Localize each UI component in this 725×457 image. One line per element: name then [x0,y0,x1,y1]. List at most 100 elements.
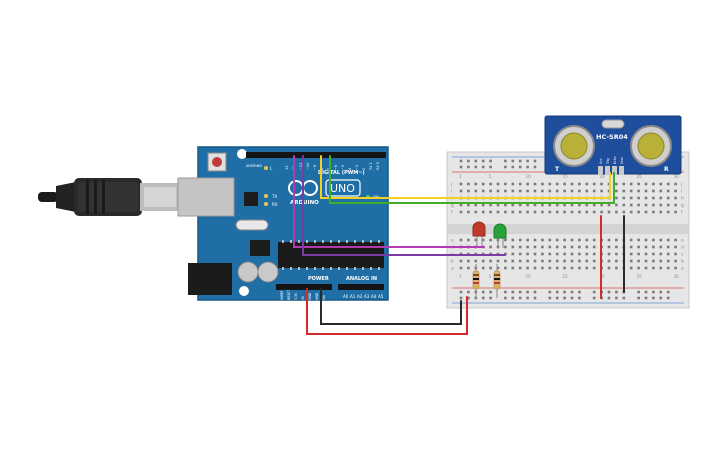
breadboard-rail-hole[interactable] [652,296,655,300]
breadboard-rail-hole[interactable] [489,296,492,300]
breadboard-hole[interactable] [615,203,618,207]
breadboard-hole[interactable] [518,252,522,256]
breadboard-hole[interactable] [592,189,596,193]
breadboard-rail-hole[interactable] [592,290,596,294]
breadboard-rail-hole[interactable] [526,165,529,169]
breadboard-hole[interactable] [659,252,663,256]
breadboard-rail-hole[interactable] [518,290,522,294]
breadboard-hole[interactable] [674,182,677,186]
breadboard-rail-hole[interactable] [563,290,566,294]
breadboard-hole[interactable] [615,259,618,263]
breadboard-hole[interactable] [570,238,574,242]
breadboard-hole[interactable] [511,259,515,263]
breadboard-hole[interactable] [533,189,537,193]
breadboard-hole[interactable] [644,259,648,263]
breadboard-hole[interactable] [637,266,640,270]
breadboard-hole[interactable] [541,182,544,186]
breadboard-rail-hole[interactable] [489,165,492,169]
breadboard-hole[interactable] [481,189,485,193]
breadboard-hole[interactable] [578,182,581,186]
breadboard-hole[interactable] [467,189,470,193]
breadboard-hole[interactable] [659,203,663,207]
breadboard-rail-hole[interactable] [474,159,478,163]
breadboard-hole[interactable] [533,245,537,249]
breadboard-rail-hole[interactable] [511,296,515,300]
breadboard-hole[interactable] [592,245,596,249]
breadboard-rail-hole[interactable] [518,165,522,169]
breadboard-hole[interactable] [637,189,640,193]
breadboard-hole[interactable] [489,189,492,193]
breadboard-hole[interactable] [622,210,626,214]
breadboard-hole[interactable] [489,266,492,270]
breadboard-hole[interactable] [644,196,648,200]
breadboard-hole[interactable] [459,203,463,207]
breadboard-hole[interactable] [600,210,603,214]
breadboard-rail-hole[interactable] [570,290,574,294]
breadboard-hole[interactable] [570,259,574,263]
breadboard-hole[interactable] [585,259,589,263]
breadboard-hole[interactable] [481,259,485,263]
breadboard-hole[interactable] [570,210,574,214]
breadboard-rail-hole[interactable] [644,296,648,300]
breadboard-hole[interactable] [585,182,589,186]
breadboard-rail-hole[interactable] [511,290,515,294]
breadboard-hole[interactable] [563,238,566,242]
breadboard-rail-hole[interactable] [563,296,566,300]
breadboard-hole[interactable] [533,238,537,242]
breadboard-rail-hole[interactable] [666,290,670,294]
breadboard-hole[interactable] [504,252,507,256]
breadboard-hole[interactable] [489,210,492,214]
breadboard-rail-hole[interactable] [467,165,470,169]
breadboard-rail-hole[interactable] [570,296,574,300]
breadboard-hole[interactable] [637,259,640,263]
breadboard-hole[interactable] [615,245,618,249]
breadboard-hole[interactable] [548,210,552,214]
breadboard-hole[interactable] [674,196,677,200]
breadboard-hole[interactable] [629,266,633,270]
breadboard-rail-hole[interactable] [666,296,670,300]
breadboard-hole[interactable] [666,266,670,270]
breadboard-hole[interactable] [637,182,640,186]
breadboard-hole[interactable] [622,196,626,200]
breadboard-hole[interactable] [489,182,492,186]
breadboard-hole[interactable] [592,259,596,263]
breadboard-hole[interactable] [548,245,552,249]
breadboard-rail-hole[interactable] [607,290,611,294]
breadboard-hole[interactable] [652,210,655,214]
breadboard-hole[interactable] [526,266,529,270]
breadboard-hole[interactable] [555,210,559,214]
breadboard-hole[interactable] [526,252,529,256]
breadboard-hole[interactable] [659,182,663,186]
breadboard-hole[interactable] [607,203,611,207]
breadboard-hole[interactable] [674,189,677,193]
breadboard-hole[interactable] [674,252,677,256]
breadboard-hole[interactable] [548,259,552,263]
breadboard-hole[interactable] [533,182,537,186]
breadboard-rail-hole[interactable] [489,159,492,163]
breadboard-hole[interactable] [533,266,537,270]
breadboard-hole[interactable] [615,210,618,214]
breadboard-rail-hole[interactable] [481,296,485,300]
breadboard-hole[interactable] [666,245,670,249]
breadboard-hole[interactable] [674,238,677,242]
breadboard-hole[interactable] [489,203,492,207]
breadboard-hole[interactable] [592,252,596,256]
breadboard-hole[interactable] [578,203,581,207]
breadboard-hole[interactable] [644,210,648,214]
breadboard-hole[interactable] [511,252,515,256]
breadboard-rail-hole[interactable] [526,290,529,294]
breadboard-hole[interactable] [541,238,544,242]
breadboard-hole[interactable] [578,238,581,242]
breadboard-hole[interactable] [504,259,507,263]
breadboard-rail-hole[interactable] [548,296,552,300]
breadboard-hole[interactable] [607,259,611,263]
breadboard-hole[interactable] [496,210,500,214]
breadboard-hole[interactable] [570,252,574,256]
breadboard-rail-hole[interactable] [504,296,507,300]
breadboard-hole[interactable] [644,203,648,207]
breadboard-rail-hole[interactable] [518,159,522,163]
breadboard-hole[interactable] [637,252,640,256]
breadboard-rail-hole[interactable] [659,296,663,300]
breadboard-hole[interactable] [496,182,500,186]
breadboard-rail-hole[interactable] [615,290,618,294]
